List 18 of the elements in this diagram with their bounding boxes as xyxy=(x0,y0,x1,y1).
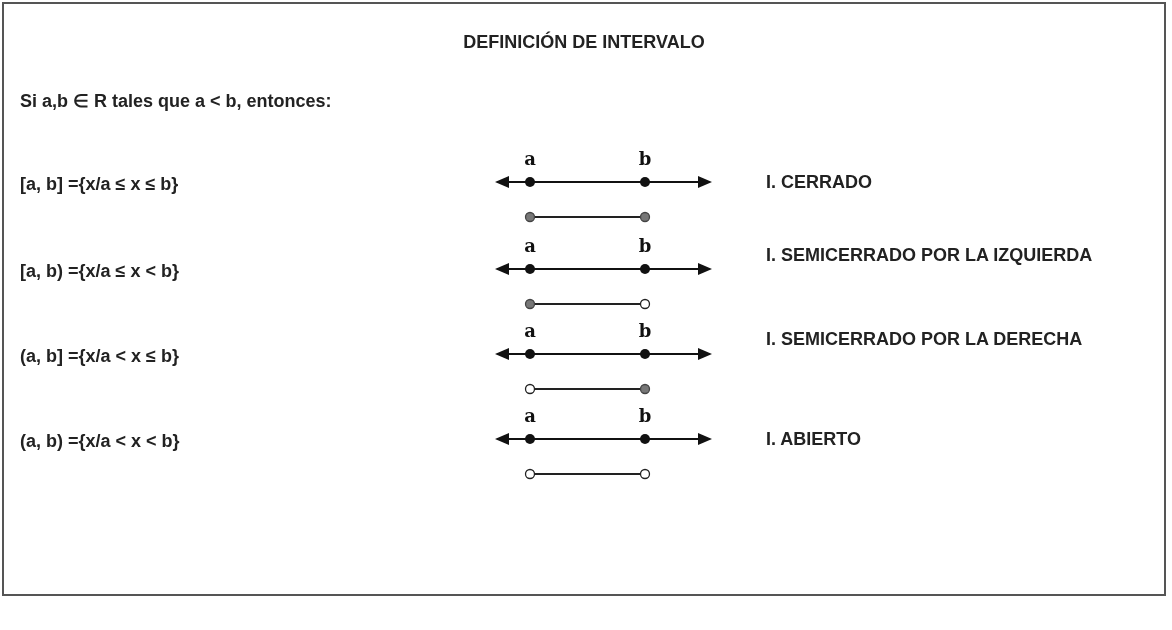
interval-formula: (a, b) ={x/a < x < b} xyxy=(20,430,180,452)
point-label: b xyxy=(638,407,652,425)
point-label: a xyxy=(524,407,536,425)
interval-type-label: I. CERRADO xyxy=(766,171,873,194)
title: DEFINICIÓN DE INTERVALO xyxy=(462,32,706,53)
interval-formula: [a, b) ={x/a ≤ x < b} xyxy=(20,260,179,282)
interval-type-label: I. SEMICERRADO POR LA DERECHA xyxy=(766,328,1084,351)
point-label: a xyxy=(524,150,536,168)
interval-formula: [a, b] ={x/a ≤ x ≤ b} xyxy=(20,173,179,195)
intro-sentence: Si a,b ∈ R tales que a < b, entonces: xyxy=(20,90,332,112)
interval-type-label: I. ABIERTO xyxy=(766,428,862,451)
interval-type-label: I. SEMICERRADO POR LA IZQUIERDA xyxy=(766,244,1094,267)
point-label: a xyxy=(524,322,536,340)
point-label: a xyxy=(524,237,536,255)
interval-formula: (a, b] ={x/a < x ≤ b} xyxy=(20,345,179,367)
point-label: b xyxy=(638,237,652,255)
point-label: b xyxy=(638,322,652,340)
point-label: b xyxy=(638,150,652,168)
